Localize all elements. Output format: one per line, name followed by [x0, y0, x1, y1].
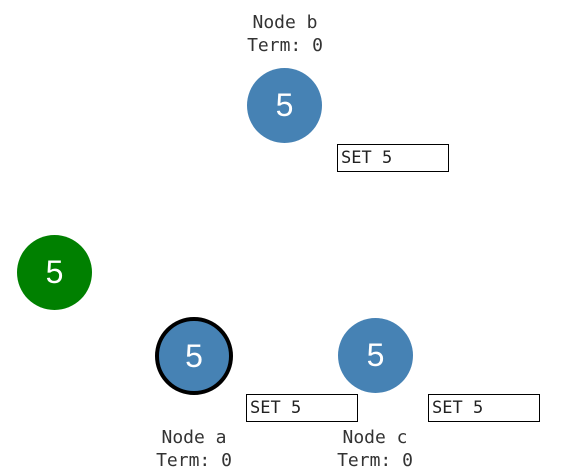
client-circle[interactable]: 5 — [17, 235, 92, 310]
node-c-circle[interactable]: 5 — [338, 318, 413, 393]
node-b-value: 5 — [275, 87, 294, 123]
node-c-log-entry: SET 5 — [428, 394, 540, 422]
node-c-term: Term: 0 — [337, 450, 413, 471]
node-a-circle[interactable]: 5 — [155, 317, 233, 395]
node-b-term: Term: 0 — [247, 35, 323, 56]
node-b-circle[interactable]: 5 — [247, 68, 322, 143]
node-b-name: Node b — [252, 12, 318, 33]
node-a-value: 5 — [185, 337, 203, 374]
node-a-term: Term: 0 — [156, 450, 232, 471]
node-c-name: Node c — [342, 427, 408, 448]
node-c-value: 5 — [366, 337, 385, 373]
node-a-log-entry: SET 5 — [246, 394, 358, 422]
client-value: 5 — [45, 254, 64, 290]
node-a-name: Node a — [161, 427, 227, 448]
node-b-log-entry: SET 5 — [337, 144, 449, 172]
